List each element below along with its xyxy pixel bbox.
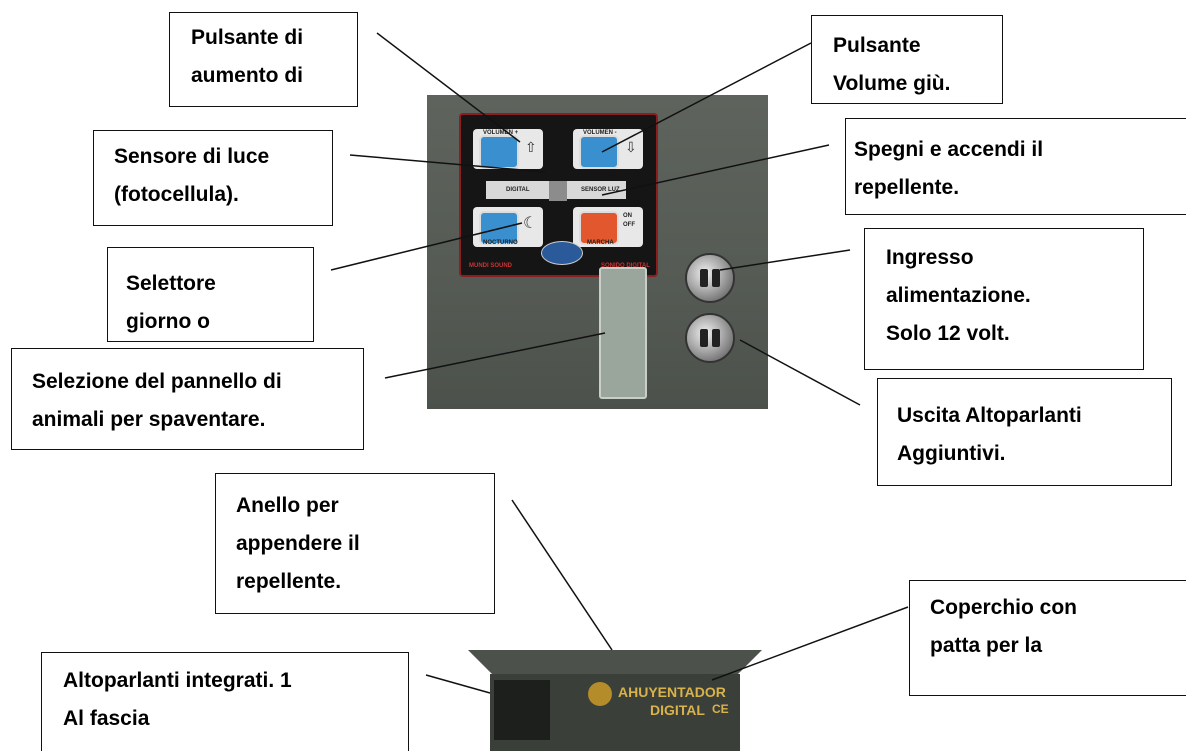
light-sensor bbox=[549, 181, 567, 201]
brand-logo-icon bbox=[588, 682, 612, 706]
leader-volume-up bbox=[376, 32, 521, 143]
callout-day-night: Selettore giorno o bbox=[107, 247, 314, 342]
repellent-box: AHUYENTADOR DIGITAL CE bbox=[468, 638, 762, 751]
callout-light-sensor: Sensore di luce (fotocellula). bbox=[93, 130, 333, 226]
volume-up-button-frame: VOLUMEN + ⇧ bbox=[473, 129, 543, 169]
callout-volume-up: Pulsante di aumento di bbox=[169, 12, 358, 107]
moon-icon: ☾ bbox=[523, 215, 538, 232]
power-button-frame: ON OFF MARCHA bbox=[573, 207, 643, 247]
power-on-label: ON bbox=[623, 213, 632, 219]
day-night-button[interactable] bbox=[479, 211, 519, 245]
leader-day-night bbox=[330, 222, 523, 271]
plate-right-label: SONIDO DIGITAL bbox=[601, 263, 650, 269]
leader-built-in-speakers bbox=[425, 674, 491, 694]
arrow-down-icon: ⇩ bbox=[625, 139, 637, 155]
ce-mark: CE bbox=[712, 702, 729, 716]
volume-down-label: VOLUMEN - bbox=[583, 130, 617, 136]
callout-built-in-speakers-text: Altoparlanti integrati. 1 Al fascia bbox=[63, 669, 292, 730]
leader-speaker-output bbox=[739, 339, 861, 406]
leader-power-input bbox=[719, 249, 851, 271]
callout-hanging-ring: Anello per appendere il repellente. bbox=[215, 473, 495, 614]
callout-day-night-text: Selettore giorno o bbox=[126, 272, 216, 333]
socket-pin bbox=[700, 329, 708, 347]
animal-selector-switch[interactable] bbox=[599, 267, 647, 399]
leader-light-sensor bbox=[349, 154, 546, 173]
socket-pin bbox=[712, 269, 720, 287]
power-button[interactable] bbox=[579, 211, 619, 245]
callout-animal-panel: Selezione del pannello di animali per sp… bbox=[11, 348, 364, 450]
brand-sub-label: DIGITAL bbox=[650, 702, 705, 718]
power-off-label: OFF bbox=[623, 222, 635, 228]
power-input-socket bbox=[685, 253, 735, 303]
leader-on-off bbox=[601, 144, 830, 196]
callout-on-off: Spegni e accendi il repellente. bbox=[845, 118, 1186, 215]
callout-lid: Coperchio con patta per la bbox=[909, 580, 1186, 696]
callout-speaker-output-text: Uscita Altoparlanti Aggiuntivi. bbox=[897, 404, 1082, 465]
brand-label: AHUYENTADOR bbox=[618, 684, 726, 700]
callout-on-off-text: Spegni e accendi il repellente. bbox=[854, 138, 1044, 199]
leader-volume-down bbox=[601, 42, 812, 153]
sensor-label-right: SENSOR LUZ bbox=[581, 187, 620, 193]
arrow-up-icon: ⇧ bbox=[525, 139, 537, 155]
leader-hanging-ring bbox=[511, 499, 613, 651]
sensor-label-left: DIGITAL bbox=[506, 187, 530, 193]
callout-animal-panel-text: Selezione del pannello di animali per sp… bbox=[32, 370, 282, 431]
box-lid bbox=[468, 650, 762, 674]
leader-animal-panel bbox=[384, 332, 606, 379]
callout-power-input: Ingresso alimentazione. Solo 12 volt. bbox=[864, 228, 1144, 370]
callout-speaker-output: Uscita Altoparlanti Aggiuntivi. bbox=[877, 378, 1172, 486]
leader-lid bbox=[711, 606, 909, 681]
power-label: MARCHA bbox=[587, 240, 614, 246]
plate-left-label: MUNDI SOUND bbox=[469, 263, 512, 269]
callout-power-input-text: Ingresso alimentazione. Solo 12 volt. bbox=[886, 246, 1031, 345]
callout-built-in-speakers: Altoparlanti integrati. 1 Al fascia bbox=[41, 652, 409, 751]
callout-lid-text: Coperchio con patta per la bbox=[930, 596, 1078, 657]
socket-pin bbox=[700, 269, 708, 287]
callout-volume-down: Pulsante Volume giù. bbox=[811, 15, 1003, 104]
callout-volume-down-text: Pulsante Volume giù. bbox=[833, 34, 951, 95]
speaker-output-socket bbox=[685, 313, 735, 363]
callout-hanging-ring-text: Anello per appendere il repellente. bbox=[236, 494, 360, 593]
box-body bbox=[468, 638, 762, 751]
globe-logo-icon bbox=[541, 241, 583, 265]
night-label: NOCTURNO bbox=[483, 240, 518, 246]
socket-pin bbox=[712, 329, 720, 347]
volume-up-label: VOLUMEN + bbox=[483, 130, 519, 136]
volume-down-button-frame: VOLUMEN - ⇩ bbox=[573, 129, 643, 169]
volume-up-button[interactable] bbox=[479, 135, 519, 169]
callout-light-sensor-text: Sensore di luce (fotocellula). bbox=[114, 145, 270, 206]
speaker-opening bbox=[494, 680, 550, 740]
volume-down-button[interactable] bbox=[579, 135, 619, 169]
callout-volume-up-text: Pulsante di aumento di bbox=[191, 26, 304, 87]
